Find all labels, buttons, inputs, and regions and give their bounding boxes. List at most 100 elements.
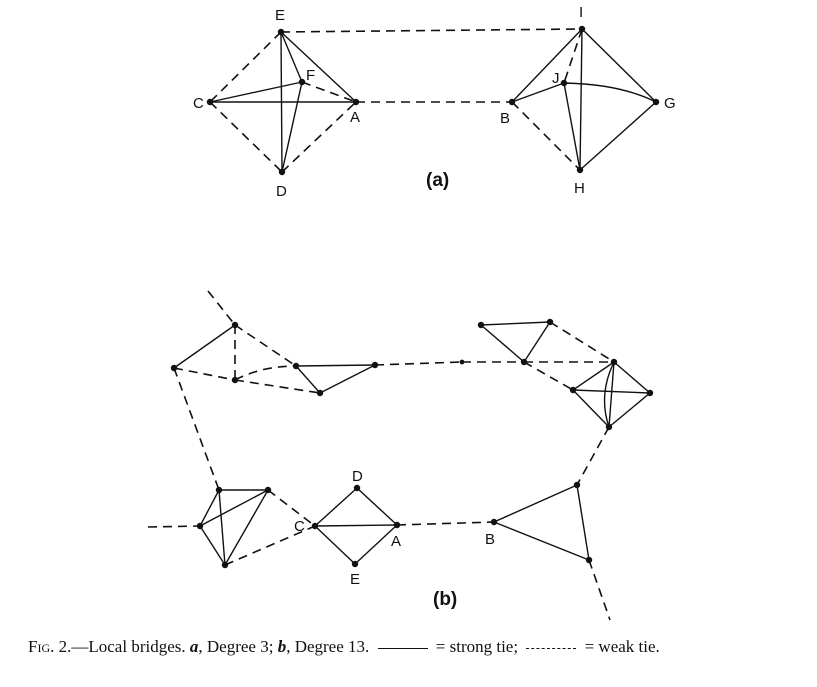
node-a-F (298, 78, 306, 86)
edge-a-J-B (511, 82, 565, 103)
node-b-r2 (646, 389, 654, 397)
node-a-H (576, 166, 584, 174)
node-b-p1 (231, 321, 239, 329)
caption-fig-number: Fig. 2. (28, 637, 72, 656)
node-b-p4 (292, 362, 300, 370)
edge-b-p5-p6 (319, 364, 376, 394)
edge-b-s1-end (588, 559, 611, 621)
edge-a-C-D (209, 101, 283, 173)
node-b-p5 (316, 389, 324, 397)
edge-b-p3-p4 (234, 365, 297, 381)
label-a-J: J (552, 70, 560, 87)
edge-b-r0-r2 (613, 361, 651, 394)
node-b-B (490, 518, 498, 526)
node-a-E (277, 28, 285, 36)
node-a-G (652, 98, 660, 106)
edge-a-B-H (511, 101, 581, 171)
edge-b-q1-p8 (523, 321, 551, 363)
panel-a-label: (a) (426, 170, 449, 191)
edge-b-q0-p8 (480, 324, 525, 363)
node-b-s1 (585, 556, 593, 564)
node-b-r0 (610, 358, 618, 366)
label-a-I: I (579, 4, 583, 21)
node-a-B (508, 98, 516, 106)
edge-b-t3-C (224, 525, 316, 566)
edge-b-r1-r2 (572, 389, 651, 394)
label-a-B: B (500, 110, 510, 127)
node-a-D (278, 168, 286, 176)
edge-a-I-G (581, 28, 657, 103)
node-b-r1 (569, 386, 577, 394)
label-a-E: E (275, 7, 285, 24)
node-b-p6 (371, 361, 379, 369)
node-b-p7 (459, 359, 465, 365)
node-b-t1 (215, 486, 223, 494)
node-b-A (393, 521, 401, 529)
edge-b-E-C (314, 525, 356, 565)
edge-a-I-J (563, 28, 583, 84)
caption-a-letter: a (189, 637, 199, 656)
figure-caption: Fig. 2.—Local bridges. a, Degree 3; b, D… (28, 636, 798, 658)
edge-b-C-D (314, 487, 358, 527)
node-a-C (206, 98, 214, 106)
edge-a-E-F (280, 31, 303, 83)
node-b-t0 (196, 522, 204, 530)
label-b-A: A (391, 533, 401, 550)
edge-b-t0-t3 (199, 525, 226, 566)
edge-b-p6-p7 (374, 361, 463, 366)
edge-b-C-A (314, 524, 398, 527)
edge-b-t1-t3 (218, 489, 226, 566)
label-a-C: C (193, 95, 204, 112)
edge-b-p2-t1 (173, 367, 220, 491)
edge-b-p1-p2 (173, 324, 236, 369)
edge-a-C-F (209, 81, 303, 103)
edge-a-E-C (209, 31, 282, 103)
label-a-F: F (306, 67, 315, 84)
edge-b-r2-r3 (608, 392, 651, 428)
panel-a-network: E F C A D I J B G H (a) (193, 4, 676, 200)
edge-b-q1-r0 (549, 321, 615, 363)
node-b-p8 (520, 358, 528, 366)
node-b-D (353, 484, 361, 492)
legend-weak-line (526, 647, 577, 649)
node-a-I (578, 25, 586, 33)
edge-b-p4-p6 (295, 364, 376, 367)
caption-b-letter: b (277, 637, 287, 656)
node-a-J (560, 79, 568, 87)
edge-b-t0-t1 (199, 489, 220, 527)
node-b-q0 (477, 321, 485, 329)
edge-b-s0-s1 (576, 484, 590, 561)
node-b-q1 (546, 318, 554, 326)
edge-b-B-s1 (493, 521, 590, 561)
label-a-G: G (664, 95, 676, 112)
caption-weak-text: = weak tie. (580, 637, 660, 656)
edge-b-r0-r3 (608, 361, 615, 428)
node-b-r3 (605, 423, 613, 431)
edge-b-r0-r1 (572, 361, 615, 391)
edge-b-r1-r3 (572, 389, 610, 428)
edge-a-F-D (281, 81, 303, 173)
edge-b-A-E (354, 524, 398, 565)
edge-b-start-t0 (147, 525, 201, 528)
node-a-A (352, 98, 360, 106)
label-b-C: C (294, 518, 305, 535)
label-b-E: E (350, 571, 360, 588)
edge-b-r3-s0 (576, 426, 610, 486)
label-b-B: B (485, 531, 495, 548)
label-b-D: D (352, 468, 363, 485)
edge-b-p2-p3 (173, 367, 236, 381)
edge-b-p1-p4 (234, 324, 297, 367)
panel-b-network: D C A E B (b) (147, 290, 654, 621)
edge-a-J-G (563, 82, 657, 103)
edge-b-s0-B (493, 484, 578, 523)
node-b-t2 (264, 486, 272, 494)
edge-b-p0-p1 (207, 290, 236, 326)
edge-b-t2-t3 (224, 489, 269, 566)
edge-a-F-A (301, 81, 357, 103)
edge-a-J-H (563, 82, 581, 171)
legend-strong-line (377, 647, 428, 649)
edge-a-E-A (280, 31, 357, 103)
node-b-p2 (170, 364, 178, 372)
edge-a-E-I (280, 28, 583, 33)
edge-b-p3-p5 (234, 379, 321, 394)
